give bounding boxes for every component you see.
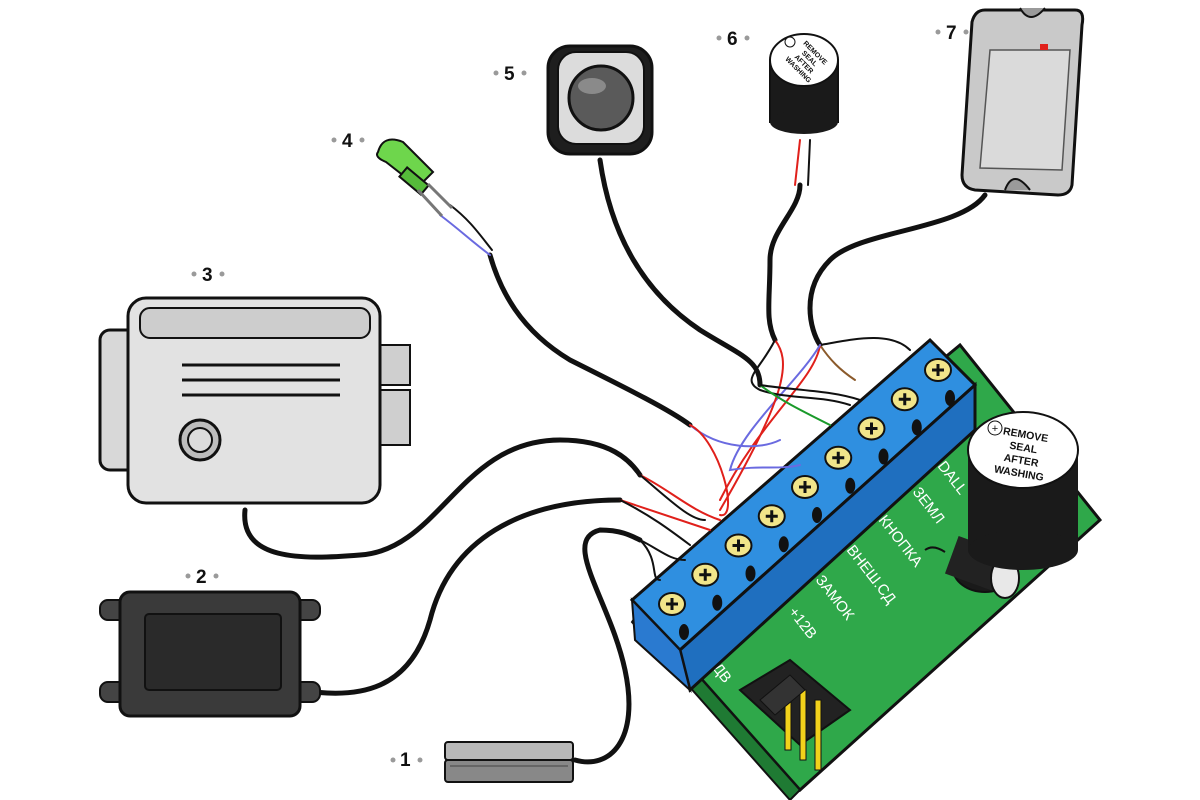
terminal-screw — [757, 504, 789, 553]
terminal-screw — [924, 358, 955, 406]
svg-text:4: 4 — [342, 131, 353, 152]
terminal-screw — [724, 533, 756, 582]
board-buzzer: REMOVE SEAL AFTER WASHING + — [967, 411, 1079, 570]
led-indicator — [376, 138, 454, 218]
terminal-screw — [857, 416, 889, 465]
svg-text:6: 6 — [727, 29, 738, 50]
svg-text:7: 7 — [946, 23, 957, 44]
callout-3: 3 — [191, 265, 225, 286]
terminal-screw — [691, 562, 723, 611]
jumper-header — [738, 658, 852, 771]
exit-button — [546, 44, 654, 156]
svg-text:1: 1 — [400, 750, 411, 771]
callout-7: 7 — [935, 23, 969, 44]
terminal-screw — [824, 445, 856, 494]
sounder-buzzer: REMOVE SEAL AFTER WASHING — [769, 33, 839, 134]
terminal-screw — [890, 387, 922, 436]
callout-5: 5 — [493, 64, 527, 85]
svg-text:5: 5 — [504, 64, 515, 85]
callout-1: 1 — [390, 750, 423, 771]
svg-text:+: + — [992, 423, 998, 435]
callout-6: 6 — [716, 29, 750, 50]
callout-4: 4 — [331, 131, 365, 152]
wires — [242, 139, 988, 765]
controller-board: DALL ЗЕМЛ КНОПКА ВНЕШ.СД ЗАМОК +12В ДВ R… — [629, 337, 1103, 800]
terminal-screw — [658, 592, 689, 640]
svg-text:SEAL: SEAL — [1009, 440, 1039, 457]
reed-switch — [444, 741, 574, 783]
svg-text:2: 2 — [196, 567, 207, 588]
terminal-screw — [791, 475, 822, 523]
card-reader — [960, 7, 1085, 197]
svg-text:3: 3 — [202, 265, 213, 286]
power-supply — [99, 590, 321, 718]
callout-2: 2 — [185, 567, 219, 588]
electromechanical-lock — [98, 296, 411, 505]
terminal-block — [629, 337, 978, 693]
